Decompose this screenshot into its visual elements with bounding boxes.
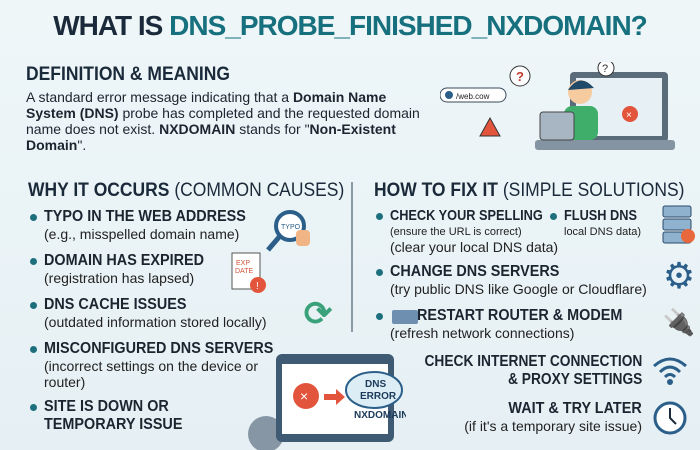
cause-item: DNS CACHE ISSUES(outdated information st… bbox=[28, 296, 267, 330]
confused-user-illustration: /web.cow × ? ? bbox=[440, 62, 680, 162]
fix-item: RESTART ROUTER & MODEM(refresh network c… bbox=[374, 307, 648, 341]
cause-item: DOMAIN HAS EXPIRED(registration has laps… bbox=[28, 252, 222, 286]
svg-text:DNS: DNS bbox=[365, 379, 386, 390]
svg-text:DATE: DATE bbox=[235, 268, 253, 275]
svg-text:TYPO: TYPO bbox=[281, 224, 301, 231]
svg-text:?: ? bbox=[602, 63, 608, 75]
wifi-icon bbox=[652, 354, 688, 386]
error-browser-illustration: × DNS ERROR NXDOMAIN bbox=[236, 350, 406, 450]
svg-text:!: ! bbox=[256, 281, 259, 292]
fixes-heading: HOW TO FIX IT (SIMPLE SOLUTIONS) bbox=[374, 180, 685, 201]
router-icon bbox=[392, 310, 418, 324]
clock-icon bbox=[652, 400, 688, 436]
fix-item: CHANGE DNS SERVERS(try public DNS like G… bbox=[374, 263, 647, 297]
cause-item: TYPO IN THE WEB ADDRESS(e.g., misspelled… bbox=[28, 208, 268, 242]
page-title: WHAT IS DNS_PROBE_FINISHED_NXDOMAIN? bbox=[53, 10, 648, 41]
fix-item: CHECK YOUR SPELLING(ensure the URL is co… bbox=[374, 207, 570, 239]
causes-heading: WHY IT OCCURS (COMMON CAUSES) bbox=[28, 180, 345, 201]
svg-text:?: ? bbox=[516, 69, 524, 84]
plug-icon: 🔌 bbox=[662, 306, 696, 337]
svg-text:×: × bbox=[300, 388, 308, 404]
magnifier-typo-icon: TYPO bbox=[266, 208, 320, 256]
fix-item: WAIT & TRY LATER(if it's a temporary sit… bbox=[464, 400, 642, 434]
refresh-icon: ⟳ bbox=[303, 295, 333, 333]
svg-text:NXDOMAIN: NXDOMAIN bbox=[354, 410, 406, 421]
server-icon bbox=[662, 204, 696, 246]
definition-section: DEFINITION & MEANING A standard error me… bbox=[26, 64, 436, 153]
cause-item: MISCONFIGURED DNS SERVERS(incorrect sett… bbox=[28, 340, 299, 390]
definition-heading: DEFINITION & MEANING bbox=[26, 64, 230, 85]
section-divider bbox=[351, 182, 353, 332]
fix-item: CHECK INTERNET CONNECTION& PROXY SETTING… bbox=[424, 353, 642, 388]
cause-item: SITE IS DOWN OR TEMPORARY ISSUE bbox=[28, 398, 209, 434]
svg-text:EXP: EXP bbox=[236, 260, 250, 267]
fix-item-desc: (clear your local DNS data) bbox=[390, 239, 559, 255]
svg-text:ERROR: ERROR bbox=[360, 391, 397, 402]
svg-text:×: × bbox=[626, 110, 632, 121]
definition-text: A standard error message indicating that… bbox=[26, 89, 420, 153]
gear-icon: ⚙ bbox=[662, 255, 696, 296]
svg-text:/web.cow: /web.cow bbox=[456, 92, 490, 101]
